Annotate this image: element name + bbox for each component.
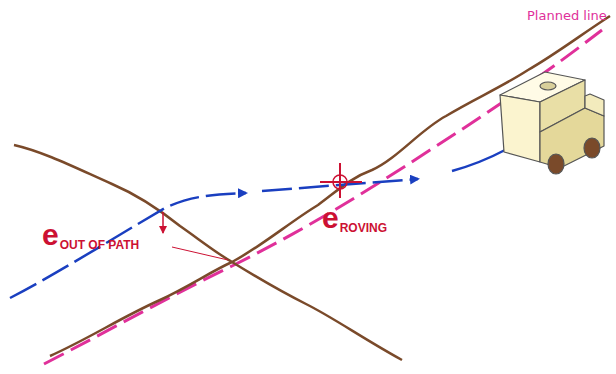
error-symbol: e bbox=[42, 220, 59, 250]
vehicle-path bbox=[10, 193, 246, 298]
vehicle-icon bbox=[500, 72, 604, 174]
line-label: Planned line bbox=[527, 9, 607, 22]
error-symbol: e bbox=[322, 203, 339, 233]
position-crosshair bbox=[320, 163, 362, 198]
leader-line bbox=[172, 247, 228, 260]
error-subscript: OUT OF PATH bbox=[60, 239, 140, 251]
track-line bbox=[50, 16, 610, 356]
error-arrow bbox=[162, 212, 164, 233]
track-line bbox=[14, 145, 402, 360]
error-subscript: ROVING bbox=[340, 222, 387, 234]
vehicle-path bbox=[452, 150, 505, 171]
